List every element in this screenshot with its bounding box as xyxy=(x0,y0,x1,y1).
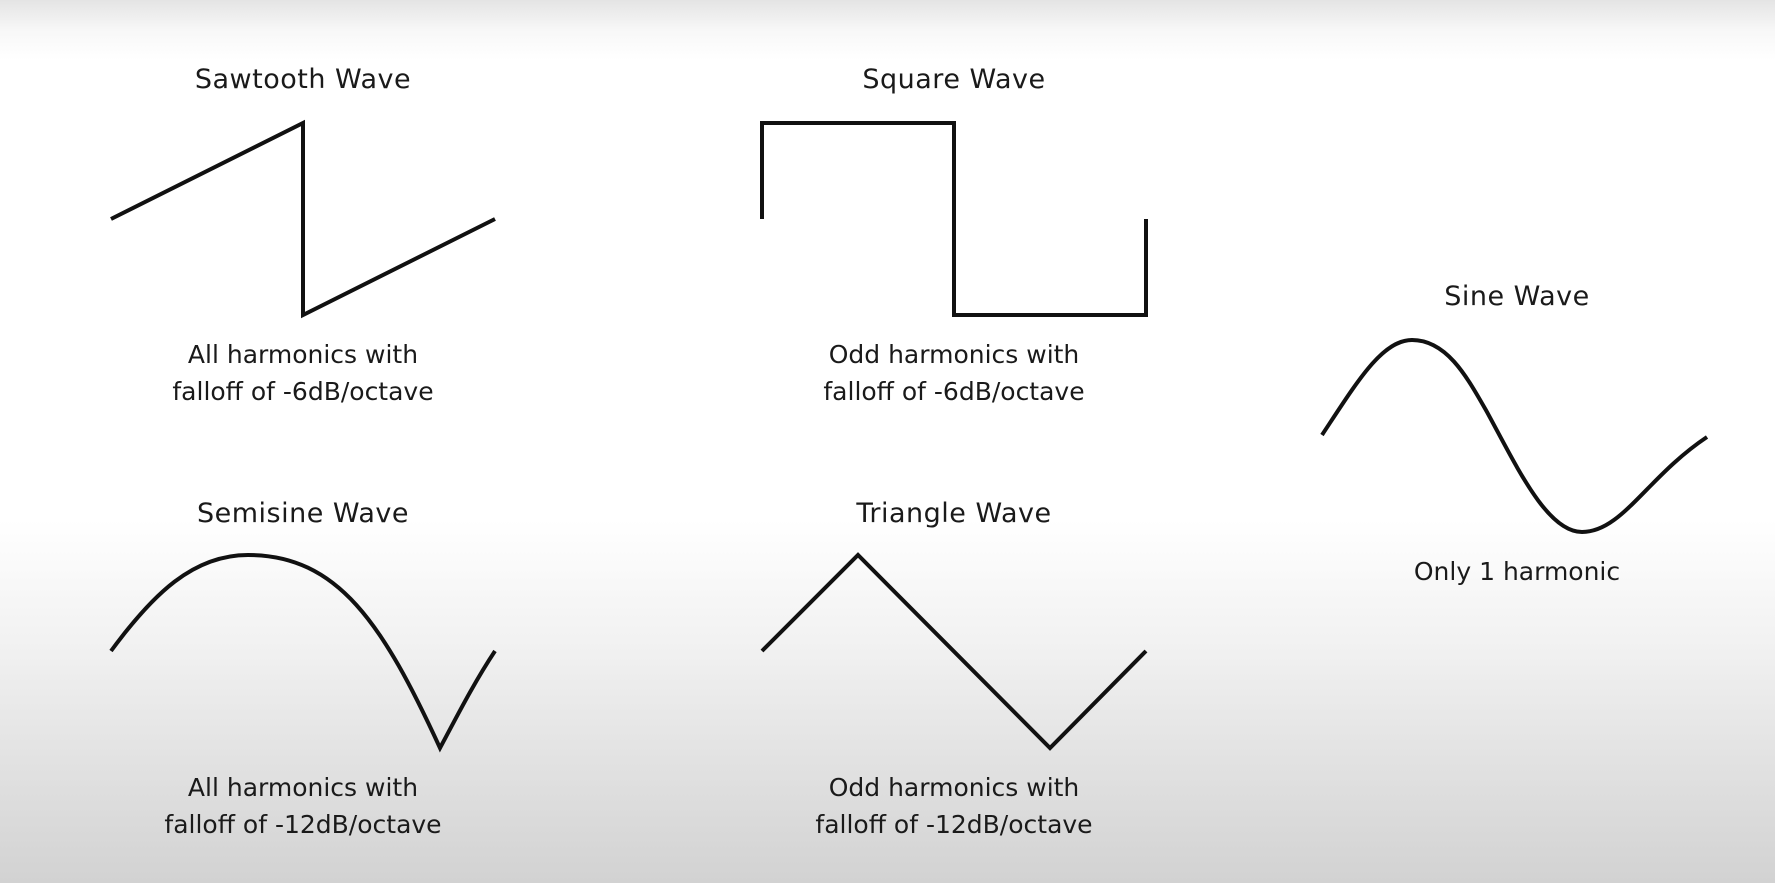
sawtooth-description: All harmonics with falloff of -6dB/octav… xyxy=(103,336,503,410)
triangle-desc-line2: falloff of -12dB/octave xyxy=(815,810,1093,839)
triangle-description: Odd harmonics with falloff of -12dB/octa… xyxy=(754,769,1154,843)
sawtooth-line xyxy=(110,119,496,319)
sine-panel: Sine Wave Only 1 harmonic xyxy=(1317,0,1717,600)
sawtooth-panel: Sawtooth Wave All harmonics with falloff… xyxy=(103,0,503,420)
sine-line xyxy=(1320,337,1709,535)
square-desc-line2: falloff of -6dB/octave xyxy=(823,377,1085,406)
sine-title: Sine Wave xyxy=(1444,281,1590,312)
sawtooth-desc-line2: falloff of -6dB/octave xyxy=(172,377,434,406)
semisine-panel: Semisine Wave All harmonics with falloff… xyxy=(103,0,503,860)
triangle-panel: Triangle Wave Odd harmonics with falloff… xyxy=(754,0,1154,860)
sine-description: Only 1 harmonic xyxy=(1317,553,1717,590)
semisine-description: All harmonics with falloff of -12dB/octa… xyxy=(103,769,503,843)
semisine-waveform xyxy=(109,552,497,753)
triangle-waveform xyxy=(760,552,1148,751)
triangle-title: Triangle Wave xyxy=(856,498,1052,529)
triangle-desc-line1: Odd harmonics with xyxy=(828,773,1080,802)
sawtooth-desc-line1: All harmonics with xyxy=(187,340,419,369)
sine-desc-line1: Only 1 harmonic xyxy=(1413,557,1621,586)
square-title: Square Wave xyxy=(862,64,1046,95)
square-line xyxy=(760,121,1148,317)
semisine-line xyxy=(109,552,497,753)
semisine-title: Semisine Wave xyxy=(196,498,410,529)
sawtooth-title: Sawtooth Wave xyxy=(194,64,412,95)
triangle-line xyxy=(760,552,1148,751)
sawtooth-waveform xyxy=(110,119,496,319)
semisine-desc-line2: falloff of -12dB/octave xyxy=(164,810,442,839)
sine-waveform xyxy=(1320,337,1709,535)
square-desc-line1: Odd harmonics with xyxy=(828,340,1080,369)
square-panel: Square Wave Odd harmonics with falloff o… xyxy=(754,0,1154,420)
square-waveform xyxy=(760,121,1148,317)
semisine-desc-line1: All harmonics with xyxy=(187,773,419,802)
square-description: Odd harmonics with falloff of -6dB/octav… xyxy=(754,336,1154,410)
